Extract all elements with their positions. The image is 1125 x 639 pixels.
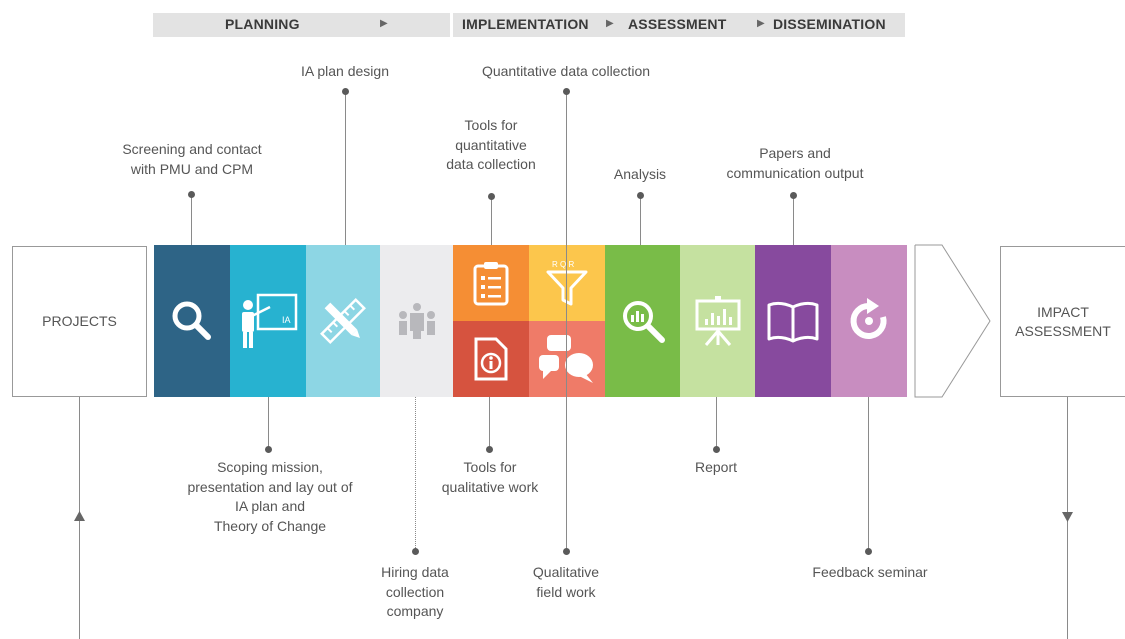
presentation-board-icon	[695, 296, 740, 346]
label-ia-plan-design: IA plan design	[301, 63, 389, 79]
label-scoping: Scoping mission, presentation and lay ou…	[187, 459, 353, 534]
phase-bar-planning	[153, 13, 450, 37]
step-scoping-mission: IA	[230, 245, 306, 397]
connector-dot	[563, 88, 570, 95]
connector-dot	[637, 192, 644, 199]
label-qual-field-work: Qualitative field work	[532, 564, 600, 600]
step-tools-qualitative	[453, 321, 529, 397]
phase-label-implementation: IMPLEMENTATION	[462, 16, 589, 32]
magnifier-chart-icon	[622, 301, 665, 343]
connector-scoping	[268, 397, 269, 449]
connector-report	[716, 397, 717, 449]
impact-label-line2: ASSESSMENT	[1015, 322, 1111, 339]
connector-ia-plan	[345, 92, 346, 245]
connector-tools-qual	[489, 397, 490, 449]
step-ia-plan-design	[306, 245, 380, 397]
label-tools-qual: Tools for qualitative work	[441, 459, 539, 495]
phase-label-planning: PLANNING	[225, 16, 300, 32]
funnel-icon: R Q R	[546, 260, 588, 306]
step-report	[680, 245, 755, 397]
meeting-table-icon	[398, 303, 435, 339]
connector-dot	[713, 446, 720, 453]
connector-dot	[412, 548, 419, 555]
step-feedback	[831, 245, 907, 397]
step-papers	[755, 245, 831, 397]
arrow-up-icon	[74, 511, 85, 521]
phase-bar-implementation	[453, 13, 605, 37]
step-qual-field-work	[529, 321, 605, 397]
phase-bar-dissemination	[755, 13, 905, 37]
label-feedback: Feedback seminar	[812, 564, 928, 580]
connector-hiring-dotted	[415, 397, 416, 550]
step-tools-quantitative	[453, 245, 529, 321]
label-quant-data-collection: Quantitative data collection	[481, 63, 651, 79]
connector-dot	[790, 192, 797, 199]
step-hiring	[380, 245, 453, 397]
connector-dot	[342, 88, 349, 95]
connector-dot	[486, 446, 493, 453]
refresh-cycle-icon	[850, 298, 887, 339]
impact-assessment-box: IMPACT ASSESSMENT	[1000, 246, 1125, 397]
connector-dot	[265, 446, 272, 453]
phase-label-dissemination: DISSEMINATION	[773, 16, 886, 32]
open-book-icon	[767, 301, 819, 343]
connector-dot	[188, 191, 195, 198]
impact-label-line1: IMPACT	[1037, 303, 1089, 320]
connector-dot	[488, 193, 495, 200]
arrow-down-icon	[1062, 512, 1073, 522]
info-document-icon	[474, 337, 508, 381]
label-hiring: Hiring data collection company	[381, 564, 449, 620]
connector-analysis	[640, 196, 641, 245]
label-screening: Screening and contact with PMU and CPM	[122, 141, 262, 177]
connector-tools-quant	[491, 197, 492, 245]
chevron-arrow-icon	[914, 244, 991, 398]
label-report: Report	[694, 459, 738, 475]
search-icon	[172, 301, 211, 340]
step-analysis	[605, 245, 680, 397]
connector-feedback	[868, 397, 869, 551]
connector-dot	[563, 548, 570, 555]
connector-quant-collection	[566, 92, 567, 552]
connector-screening	[191, 194, 192, 245]
phase-arrow-icon: ▶	[606, 18, 614, 29]
funnel-letters: R Q R	[552, 260, 574, 269]
projects-box: PROJECTS	[12, 246, 147, 397]
chat-bubbles-icon	[539, 335, 593, 383]
label-papers: Papers and communication output	[726, 145, 864, 181]
phase-label-assessment: ASSESSMENT	[628, 16, 727, 32]
connector-dot	[865, 548, 872, 555]
projects-label: PROJECTS	[42, 313, 117, 330]
ruler-pencil-icon	[320, 298, 366, 344]
label-tools-quant: Tools for quantitative data collection	[446, 117, 536, 173]
step-screening	[154, 245, 230, 397]
phase-arrow-icon: ▶	[380, 18, 388, 29]
phase-arrow-icon: ▶	[757, 18, 765, 29]
phase-bar-assessment	[605, 13, 755, 37]
connector-papers	[793, 196, 794, 245]
clipboard-list-icon	[473, 262, 509, 306]
step-quant-data-collection: R Q R	[529, 245, 605, 321]
presenter-board-icon: IA	[242, 293, 298, 348]
ia-badge: IA	[282, 315, 291, 325]
label-analysis: Analysis	[613, 166, 667, 182]
